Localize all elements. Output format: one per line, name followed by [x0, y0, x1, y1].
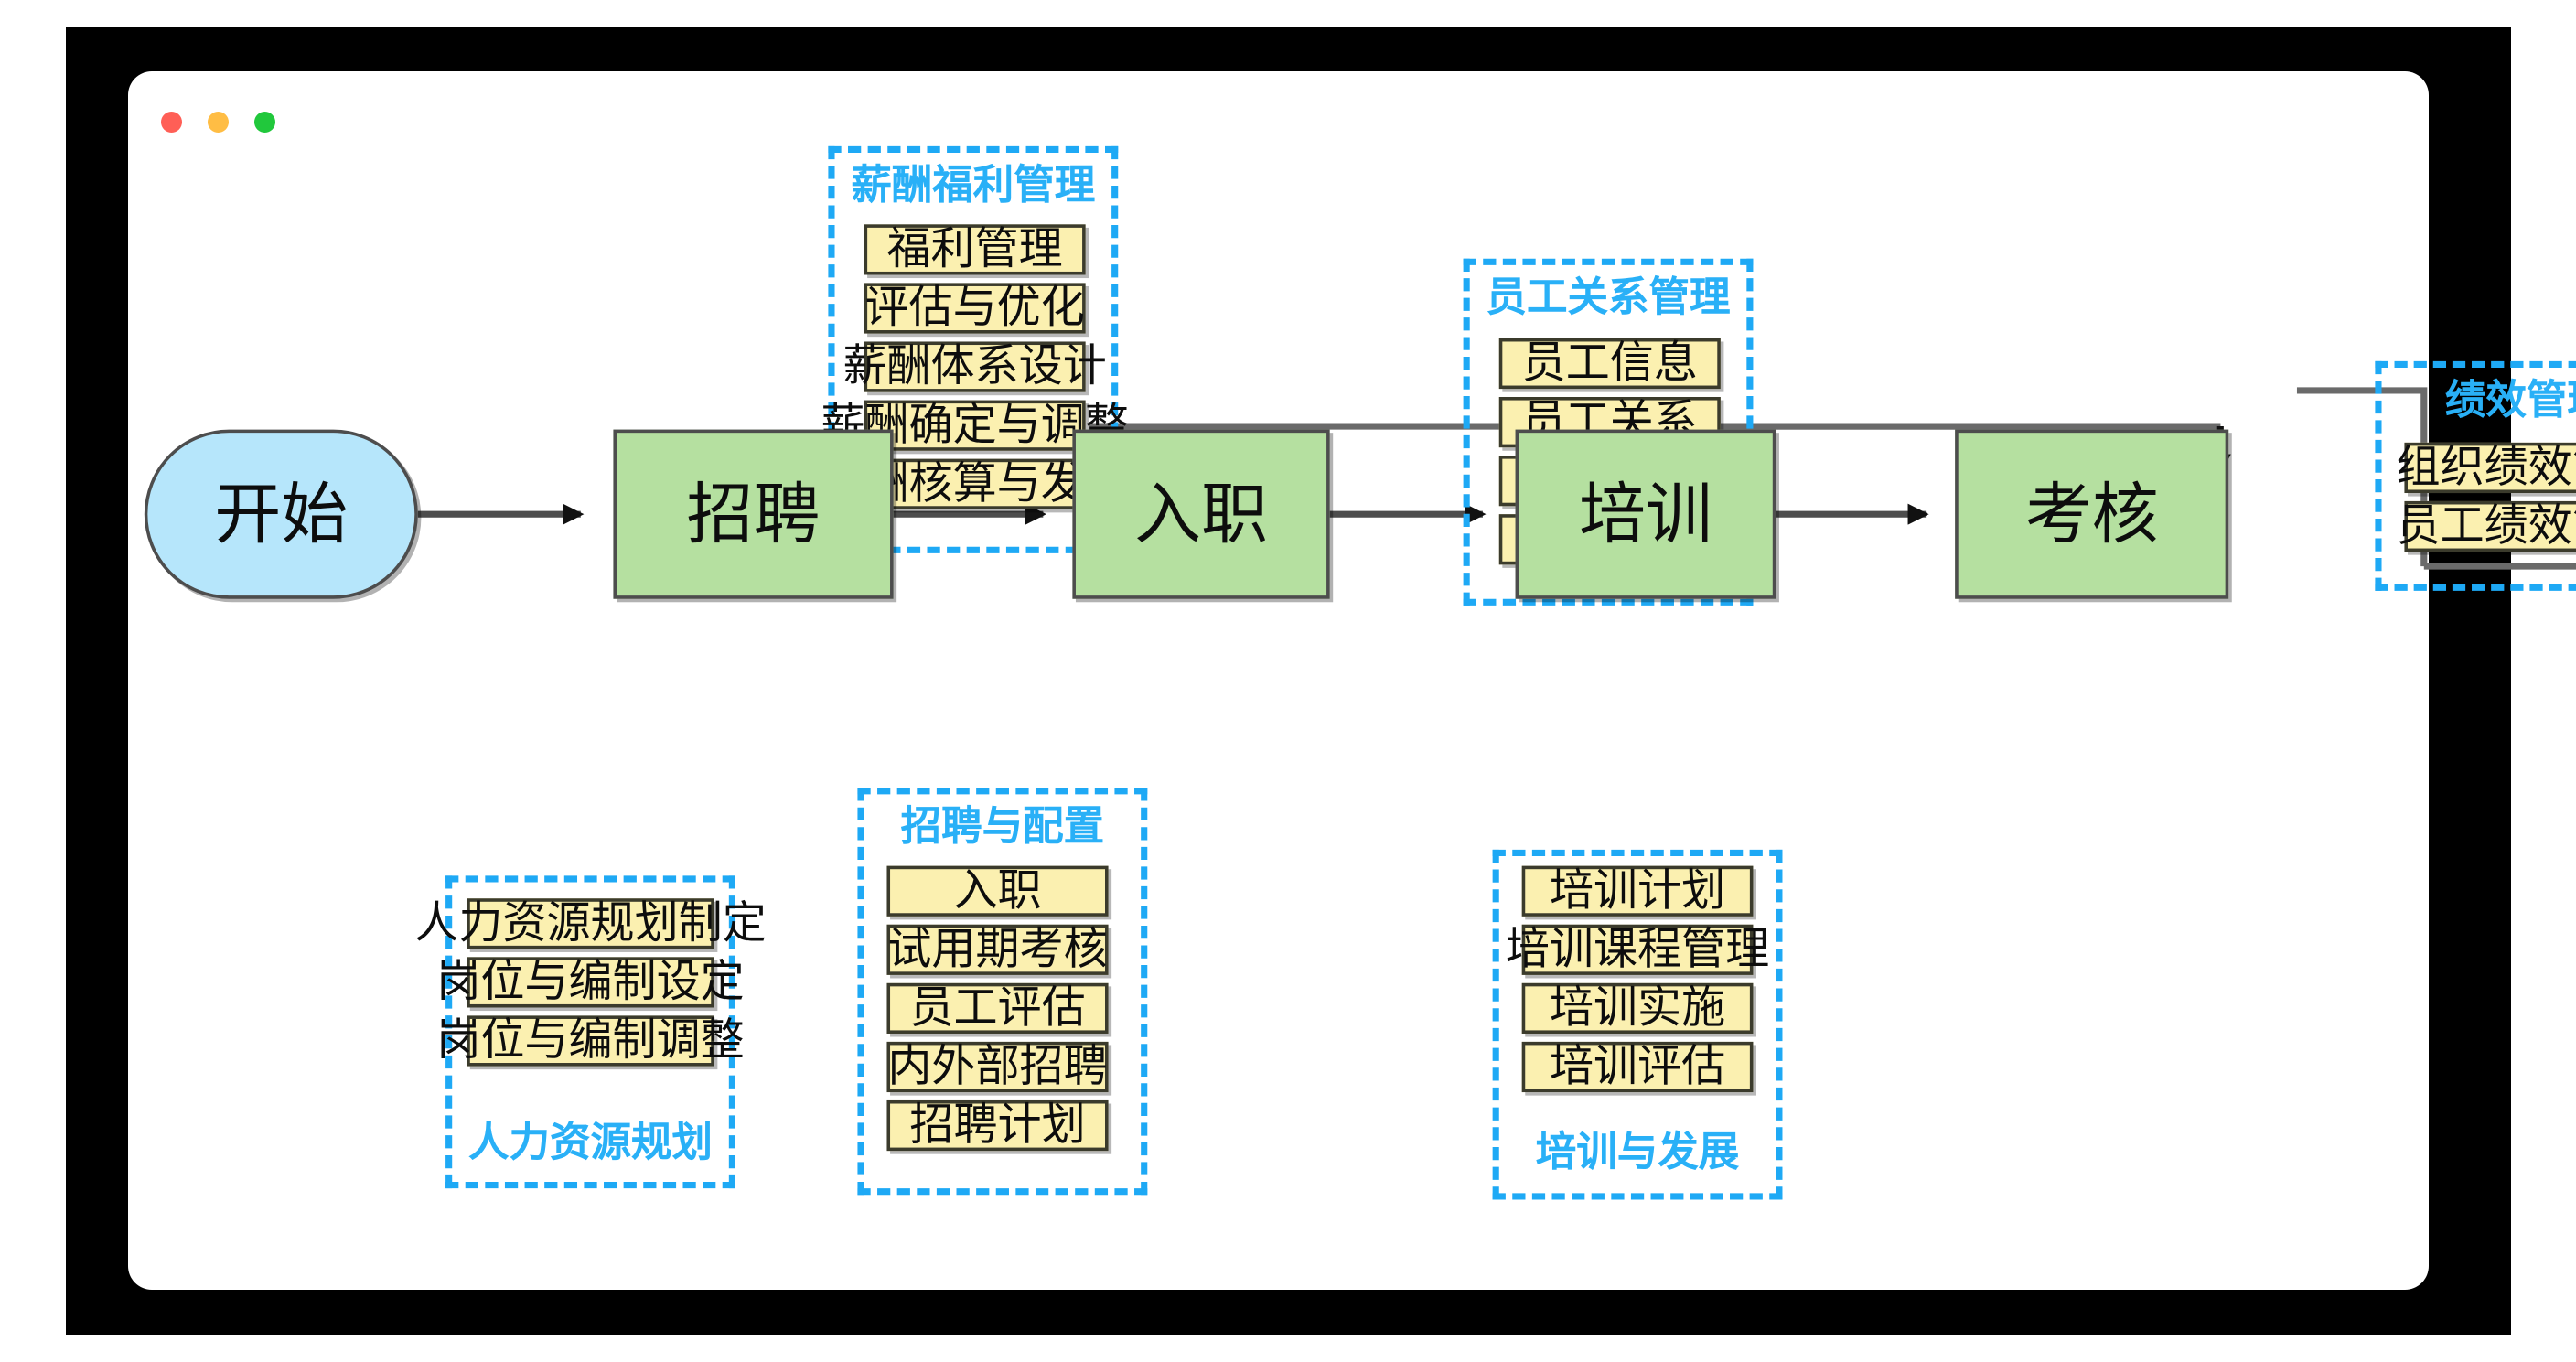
maximize-button[interactable] [254, 112, 275, 133]
node-label: 招聘 [686, 476, 821, 552]
node-label: 福利管理 [886, 224, 1063, 273]
node-label: 内外部招聘 [887, 1041, 1108, 1091]
group-training [1492, 849, 1783, 1200]
node-start[interactable]: 开始 [144, 429, 418, 599]
diagram-canvas: 薪酬福利管理 福利管理 评估与优化 薪酬体系设计 薪酬确定与调整 薪酬核算与发放… [128, 71, 2576, 1290]
node-salary-0[interactable]: 福利管理 [864, 224, 1086, 275]
node-relations-0[interactable]: 员工信息 [1498, 338, 1721, 390]
group-title-relations: 员工关系管理 [1486, 274, 1731, 321]
node-salary-3[interactable]: 薪酬确定与调整 [821, 400, 1129, 451]
node-label: 招聘计划 [909, 1099, 1086, 1150]
minimize-button[interactable] [208, 112, 229, 133]
node-label: 培训计划 [1549, 865, 1726, 916]
node-label: 培训评估 [1549, 1041, 1726, 1091]
node-training-0[interactable]: 培训计划 [1521, 865, 1754, 917]
node-label: 入职 [1134, 476, 1268, 552]
node-recruit-0[interactable]: 入职 [886, 865, 1109, 917]
node-salary-2[interactable]: 薪酬体系设计 [843, 341, 1107, 392]
node-label: 培训 [1578, 476, 1712, 552]
node-label: 岗位与编制设定 [436, 957, 745, 1006]
node-label: 考核 [2024, 476, 2159, 552]
node-recruit-4[interactable]: 招聘计划 [886, 1099, 1109, 1152]
node-kaohe[interactable]: 考核 [1955, 429, 2229, 599]
node-performance-0[interactable]: 组织绩效管理 [2397, 442, 2576, 494]
node-label: 员工评估 [909, 982, 1086, 1033]
node-planning-2[interactable]: 岗位与编制调整 [436, 1015, 745, 1067]
node-label: 员工绩效管理 [2396, 500, 2576, 551]
node-label: 试用期考核 [887, 924, 1108, 974]
node-planning-1[interactable]: 岗位与编制设定 [436, 957, 745, 1008]
group-performance [2375, 360, 2576, 591]
group-title-training: 培训与发展 [1535, 1130, 1740, 1175]
group-title-performance: 绩效管理 [2444, 377, 2576, 424]
node-label: 人力资源规划制定 [414, 898, 767, 948]
node-performance-1[interactable]: 员工绩效管理 [2397, 500, 2576, 552]
node-label: 组织绩效管理 [2396, 442, 2576, 492]
window-card: 薪酬福利管理 福利管理 评估与优化 薪酬体系设计 薪酬确定与调整 薪酬核算与发放… [128, 71, 2576, 1290]
node-recruit-3[interactable]: 内外部招聘 [886, 1041, 1109, 1093]
node-label: 薪酬体系设计 [843, 341, 1107, 391]
node-training-1[interactable]: 培训课程管理 [1506, 924, 1769, 975]
node-zhaopin[interactable]: 招聘 [613, 429, 894, 599]
node-label: 培训实施 [1549, 982, 1726, 1033]
node-ruzhi[interactable]: 入职 [1072, 429, 1330, 599]
group-title-recruit: 招聘与配置 [900, 804, 1105, 850]
node-label: 开始 [214, 476, 349, 552]
node-recruit-2[interactable]: 员工评估 [886, 982, 1109, 1034]
node-label: 岗位与编制调整 [436, 1015, 745, 1065]
node-training-3[interactable]: 培训评估 [1521, 1041, 1754, 1093]
node-recruit-1[interactable]: 试用期考核 [886, 924, 1109, 975]
node-salary-1[interactable]: 评估与优化 [864, 283, 1086, 334]
node-label: 入职 [953, 865, 1042, 916]
node-label: 评估与优化 [864, 283, 1085, 332]
node-training-2[interactable]: 培训实施 [1521, 982, 1754, 1034]
group-title-planning: 人力资源规划 [467, 1120, 714, 1166]
group-recruit [857, 788, 1148, 1196]
group-title-salary: 薪酬福利管理 [851, 162, 1096, 209]
traffic-lights [161, 112, 275, 133]
group-salary [828, 145, 1119, 553]
group-planning [445, 875, 735, 1189]
node-label: 培训课程管理 [1505, 924, 1770, 974]
node-planning-0[interactable]: 人力资源规划制定 [414, 898, 767, 949]
close-button[interactable] [161, 112, 182, 133]
node-label: 员工信息 [1521, 338, 1698, 388]
node-peixun[interactable]: 培训 [1515, 429, 1776, 599]
node-salary-4[interactable]: 薪酬核算与发放 [821, 458, 1129, 509]
